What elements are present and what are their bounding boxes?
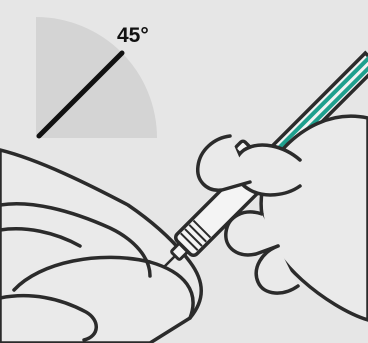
angle-label: 45° <box>117 24 149 47</box>
angle-indicator-icon: 45° <box>36 17 157 138</box>
